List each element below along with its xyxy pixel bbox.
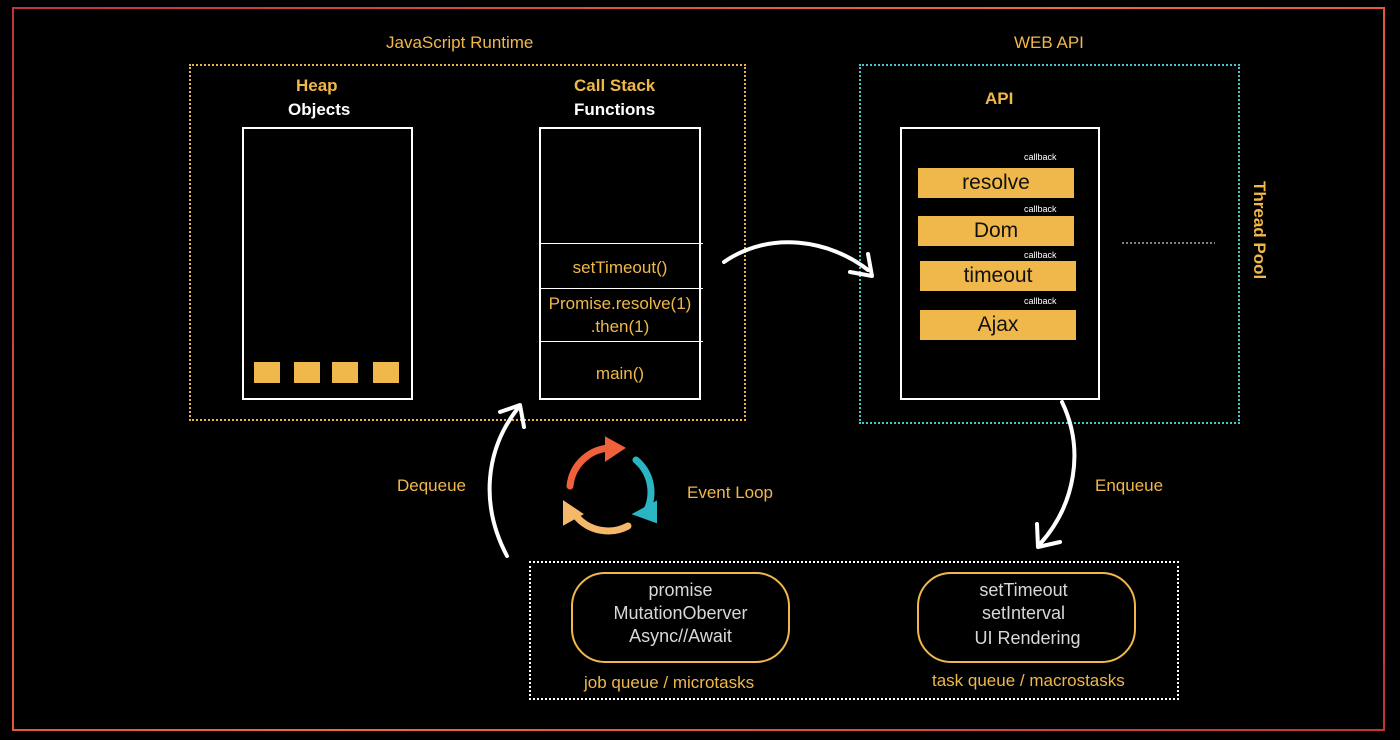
stack-divider: [540, 341, 703, 342]
arrow-head-dequeue: [498, 403, 526, 429]
stack-frame-then: .then(1): [590, 317, 650, 336]
microtask-queue: [571, 572, 790, 663]
stack-divider: [540, 243, 703, 244]
microtask-item: MutationOberver: [613, 603, 748, 623]
event-loop-label: Event Loop: [687, 483, 774, 502]
web-api-container: [859, 64, 1240, 424]
stack-divider: [540, 288, 703, 289]
heap-subtitle: Objects: [288, 100, 351, 119]
arrow-enqueue: [1038, 400, 1077, 546]
macrotask-queue-label: task queue / macrostasks: [932, 671, 1125, 690]
call-stack-title: Call Stack: [574, 76, 656, 95]
api-item-ajax: Ajax: [920, 310, 1076, 340]
heap-object: [294, 362, 320, 383]
callback-label: callback: [1024, 152, 1057, 162]
arrow-to-web-api: [722, 240, 870, 272]
api-box: [900, 127, 1100, 400]
event-loop-icon: [563, 436, 657, 535]
stack-frame-promise: Promise.resolve(1): [548, 294, 692, 313]
api-item-timeout: timeout: [920, 261, 1076, 291]
macrotask-item: setTimeout: [979, 580, 1068, 600]
macrotask-queue: [917, 572, 1136, 663]
api-label: API: [985, 89, 1014, 108]
stack-frame-main: main(): [595, 364, 645, 383]
arrow-dequeue: [487, 406, 520, 558]
heap-box: [242, 127, 413, 400]
call-stack-box: [539, 127, 701, 400]
call-stack-subtitle: Functions: [574, 100, 656, 119]
heap-object: [332, 362, 358, 383]
enqueue-label: Enqueue: [1095, 476, 1164, 495]
callback-label: callback: [1024, 296, 1057, 306]
callback-label: callback: [1024, 250, 1057, 260]
api-item-dom: Dom: [918, 216, 1074, 246]
macrotask-item: UI Rendering: [974, 628, 1081, 648]
arrow-head-web-api: [848, 252, 874, 278]
microtask-item: Async//Await: [629, 626, 732, 646]
dequeue-label: Dequeue: [397, 476, 467, 495]
queues-container: [529, 561, 1179, 700]
heap-title: Heap: [296, 76, 338, 95]
arrow-head-enqueue: [1035, 522, 1062, 549]
macrotask-item: setInterval: [981, 603, 1066, 623]
heap-object: [373, 362, 399, 383]
heap-object: [254, 362, 280, 383]
callback-label: callback: [1024, 204, 1057, 214]
runtime-container: [189, 64, 746, 421]
web-api-title: WEB API: [1014, 33, 1084, 52]
stack-frame-settimeout: setTimeout(): [572, 258, 668, 277]
runtime-title: JavaScript Runtime: [386, 33, 534, 52]
microtask-item: promise: [648, 580, 713, 600]
microtask-queue-label: job queue / microtasks: [584, 673, 755, 692]
api-item-resolve: resolve: [918, 168, 1074, 198]
